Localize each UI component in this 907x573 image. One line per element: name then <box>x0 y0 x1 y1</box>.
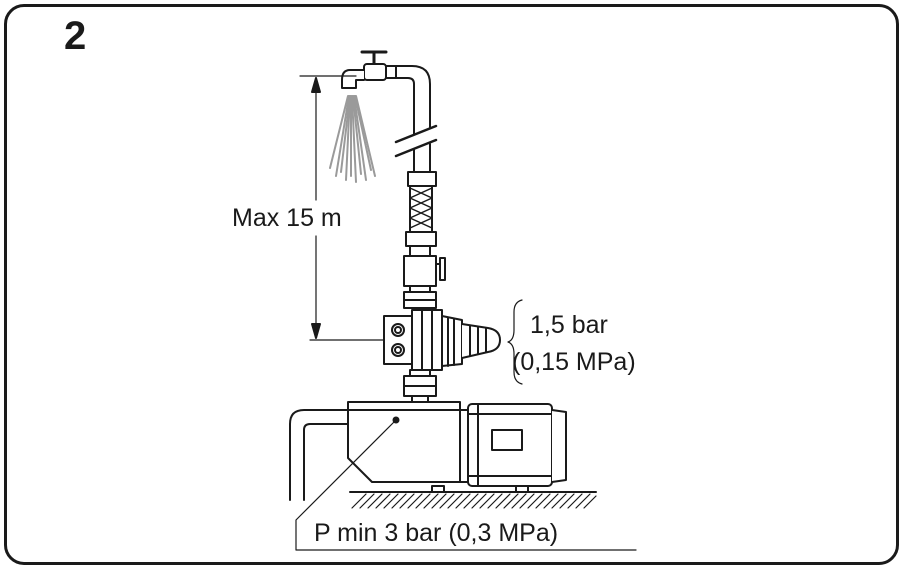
valve-lever <box>439 257 446 281</box>
bolt-icon <box>391 343 405 357</box>
hose-fitting-bottom <box>405 231 437 247</box>
diagram-frame <box>4 4 899 565</box>
pressure-brace <box>507 299 523 385</box>
vertical-pipe <box>394 124 438 173</box>
max-height-label: Max 15 m <box>232 204 342 232</box>
water-spray <box>329 95 376 183</box>
arrow-down-icon <box>311 323 321 339</box>
hose-fitting-top <box>407 171 437 187</box>
ground <box>349 491 597 509</box>
pressure-controller <box>383 309 501 371</box>
controller-housing <box>411 309 443 371</box>
pipe-break-bottom <box>394 138 438 158</box>
motor-end-cap <box>551 409 567 483</box>
faucet-spout <box>341 69 365 89</box>
braided-hose <box>405 171 437 247</box>
faucet-body <box>363 63 387 81</box>
controller-cap <box>441 315 463 367</box>
suction-pipe-inner <box>303 423 349 501</box>
arrow-up-icon <box>311 77 321 93</box>
ball-valve <box>403 245 446 293</box>
valve-body <box>403 255 437 287</box>
pump <box>289 401 567 501</box>
pump-head <box>347 401 461 483</box>
switch-pressure-mpa-label: (0,15 MPa) <box>512 348 636 376</box>
faucet-nut <box>385 65 397 79</box>
switch-pressure-bar-label: 1,5 bar <box>530 311 608 339</box>
terminal-box <box>491 429 523 451</box>
pipe-elbow-inner <box>395 77 415 135</box>
height-dimension <box>299 75 385 341</box>
suction-pipe-outer <box>289 409 349 501</box>
bolt-icon <box>391 323 405 337</box>
min-pressure-label: P min 3 bar (0,3 MPa) <box>314 519 559 547</box>
lower-nut <box>403 369 437 403</box>
figure-number: 2 <box>64 14 87 58</box>
controller-knob <box>461 323 501 359</box>
pipe-break-top <box>394 124 438 144</box>
pipe-elbow-outer <box>395 65 431 129</box>
faucet <box>341 50 431 135</box>
min-pressure-leader <box>295 419 637 551</box>
upper-nut <box>403 291 437 309</box>
